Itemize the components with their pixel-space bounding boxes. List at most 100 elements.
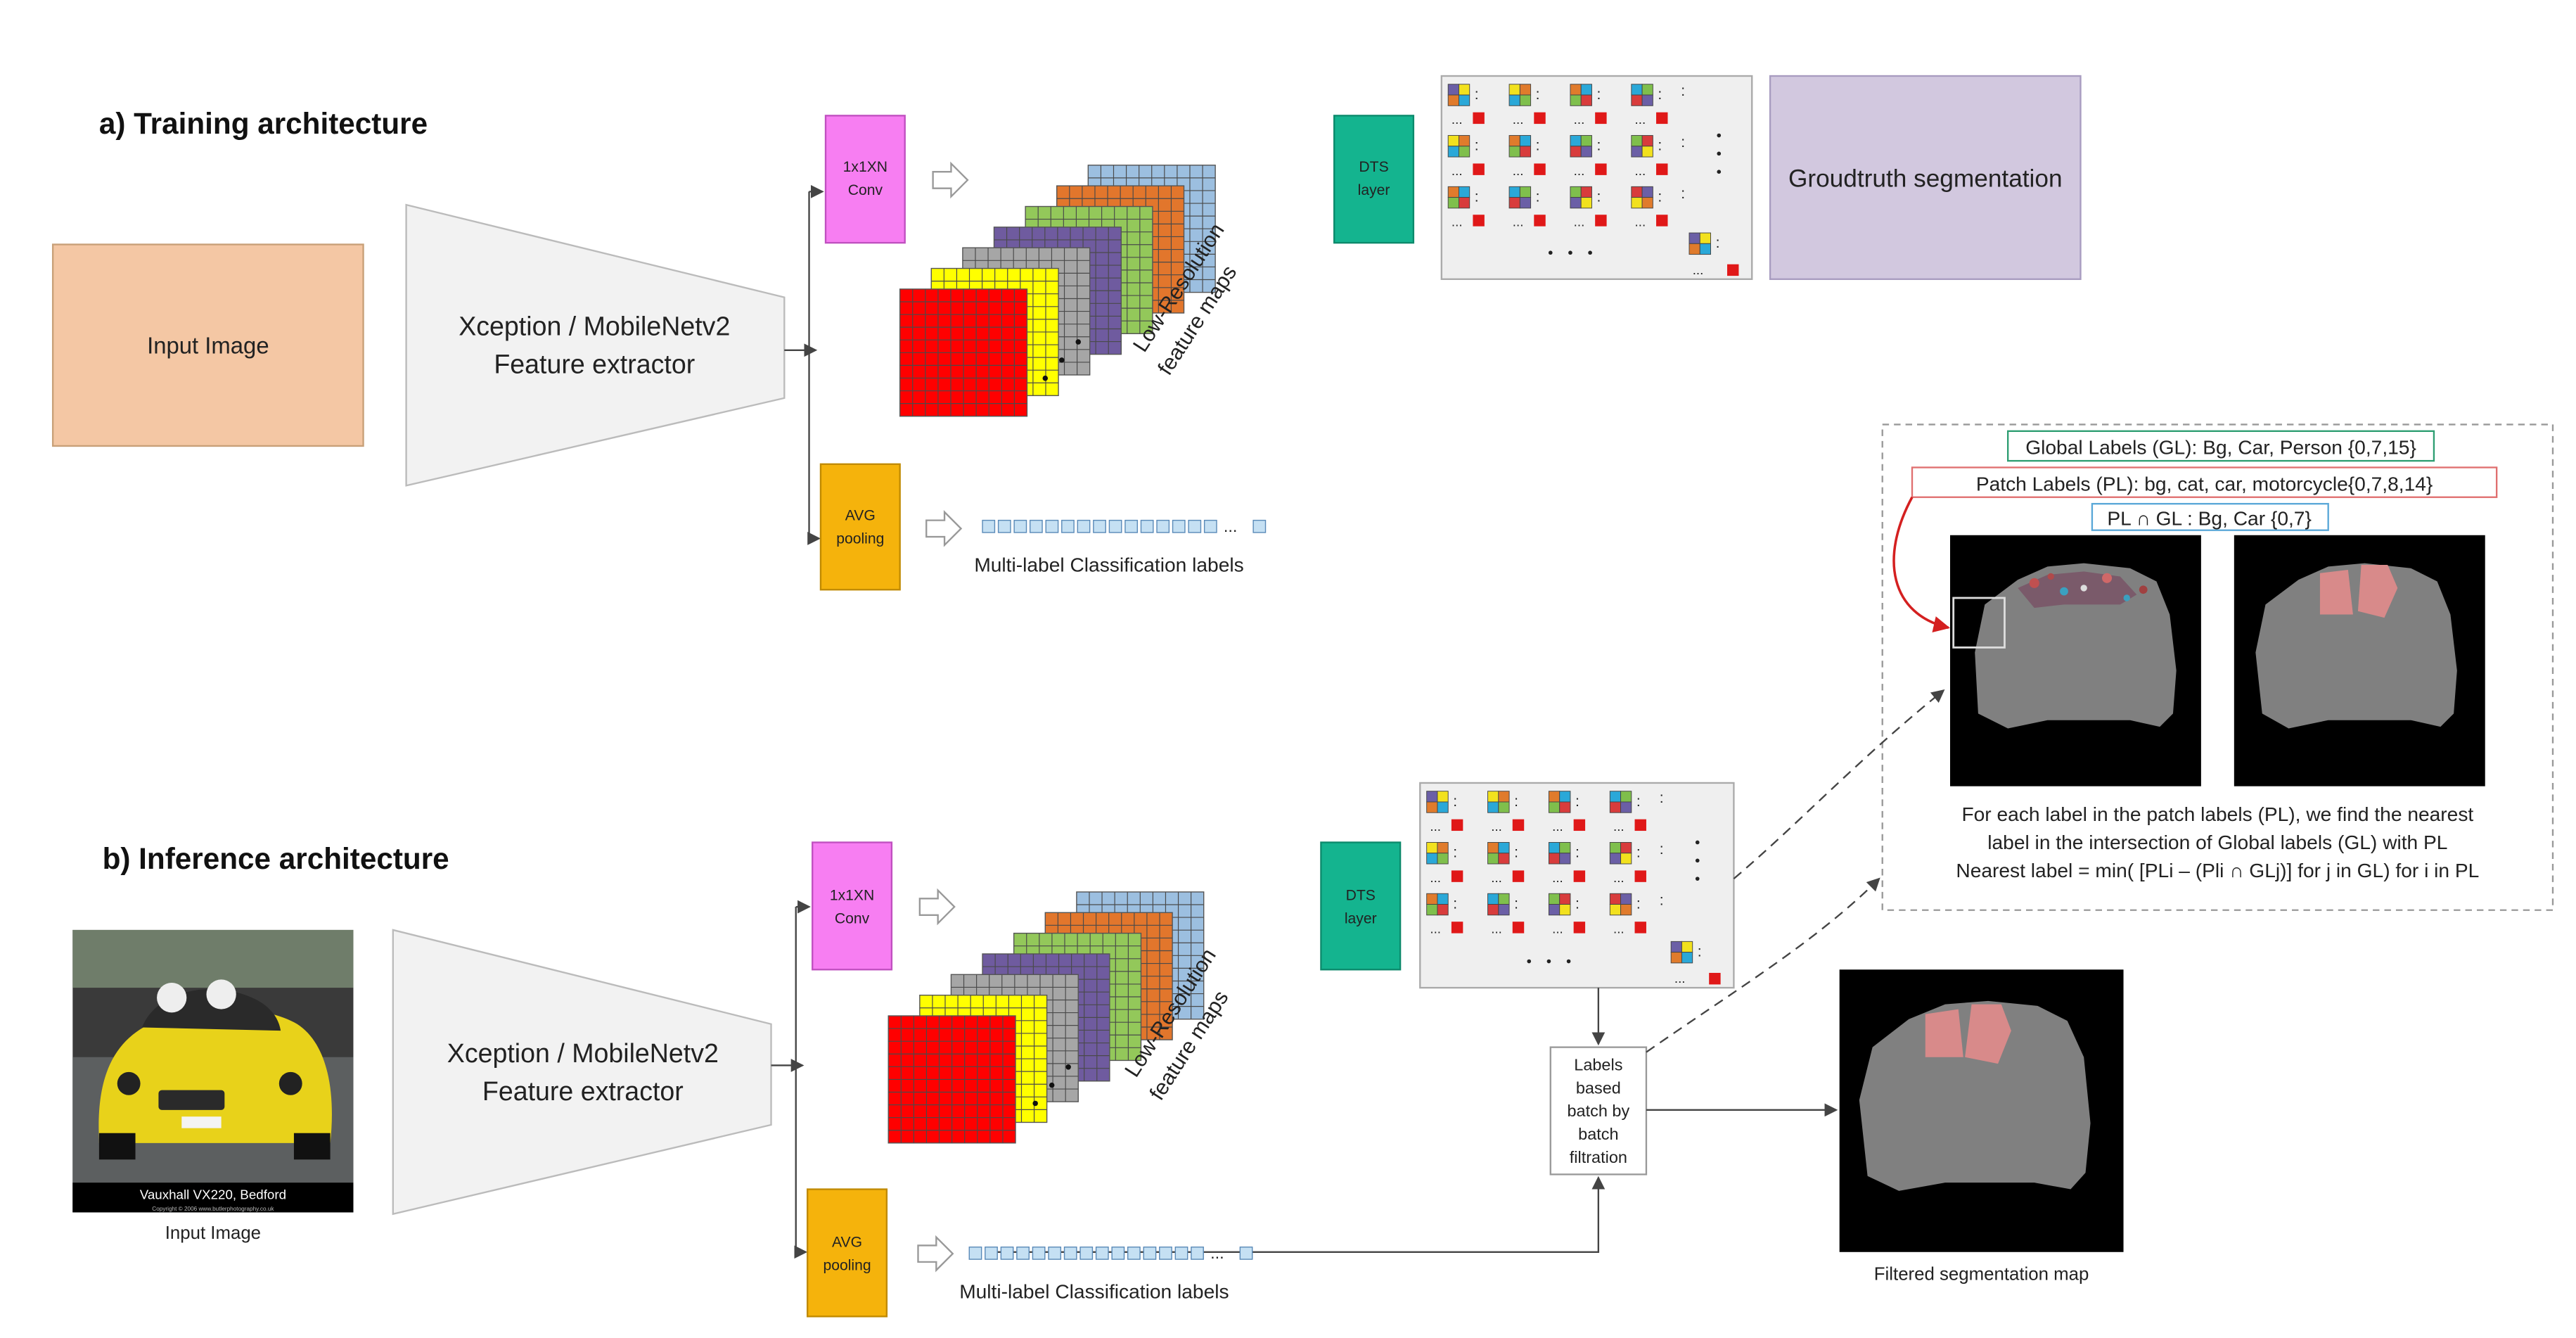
svg-text::: :	[1658, 189, 1662, 205]
photo-copyright: Copyright © 2006 www.butlerphotography.c…	[152, 1206, 274, 1212]
label-cell	[997, 519, 1011, 533]
svg-text::: :	[1514, 896, 1518, 912]
label-cell	[1079, 1247, 1094, 1260]
label-cell	[1016, 1247, 1030, 1260]
patch-class-square	[1573, 870, 1586, 882]
svg-text:...: ...	[1452, 163, 1463, 178]
training-title: a) Training architecture	[99, 107, 428, 140]
patch-cell: :...	[1609, 893, 1646, 936]
explanation-line1: For each label in the patch labels (PL),…	[1961, 803, 2473, 825]
label-cell	[1108, 519, 1122, 533]
patch-cell: :...	[1570, 84, 1607, 127]
filtration-line: based	[1576, 1078, 1621, 1097]
svg-text::: :	[1681, 83, 1685, 99]
label-cell	[1045, 519, 1059, 533]
patch-class-square	[1451, 922, 1463, 934]
patch-class-square	[1634, 922, 1646, 934]
patch-class-square	[1634, 870, 1646, 882]
inference-hollow-arrow-avg	[917, 1235, 954, 1273]
patch-class-square	[1573, 922, 1586, 934]
filter-to-explanation-dashed	[1646, 877, 1880, 1053]
output-caption: Filtered segmentation map	[1874, 1265, 2089, 1285]
patch-highlight-box	[1952, 597, 2006, 649]
patch-cell: :...	[1570, 135, 1607, 178]
training-multilabel-label: Multi-label Classification labels	[974, 553, 1243, 575]
patch-cell: :...	[1609, 791, 1646, 834]
svg-text:...: ...	[1491, 870, 1502, 885]
label-cell	[1159, 1247, 1172, 1260]
svg-text:...: ...	[1674, 971, 1686, 986]
patch-class-square	[1473, 112, 1485, 125]
feature-map-1	[887, 1015, 1016, 1144]
training-extractor	[405, 203, 786, 487]
patch-class-square	[1473, 215, 1485, 227]
svg-text::: :	[1597, 189, 1601, 205]
svg-text:...: ...	[1574, 215, 1585, 229]
patch-cell: :...	[1689, 232, 1739, 277]
inference-extractor-line1: Xception / MobileNetv2	[447, 1038, 719, 1068]
inference-patch-cells: :...:...:...:...::...:...:...:...::...:.…	[1426, 790, 1721, 986]
patch-class-square	[1656, 112, 1668, 125]
svg-text:...: ...	[1613, 870, 1625, 885]
patch-cell: :...	[1670, 941, 1721, 986]
svg-text::: :	[1453, 845, 1457, 861]
inference-input-caption: Input Image	[165, 1223, 261, 1243]
patch-cell: :...	[1548, 842, 1586, 885]
training-dts-line1: DTS	[1359, 159, 1388, 175]
patch-cell: :...	[1631, 84, 1668, 127]
training-feature-maps	[899, 165, 1216, 417]
intersection-text: PL ∩ GL : Bg, Car {0,7}	[2107, 507, 2311, 530]
patch-class-square	[1595, 112, 1607, 125]
patch-cell: :...	[1447, 84, 1485, 127]
training-avg-line2: pooling	[836, 530, 884, 547]
svg-text:...: ...	[1552, 870, 1563, 885]
patch-class-square	[1534, 163, 1546, 175]
label-cell	[1000, 1247, 1014, 1260]
patch-cell: :...	[1508, 135, 1546, 178]
patch-cell: :...	[1447, 186, 1485, 229]
label-cell	[1239, 1247, 1253, 1260]
inference-dts-line2: layer	[1345, 911, 1377, 927]
svg-text:...: ...	[1513, 215, 1524, 229]
inference-fm-dots	[1032, 1064, 1071, 1107]
svg-text:...: ...	[1635, 215, 1646, 229]
patch-cell: :...	[1426, 893, 1463, 936]
patch-cell: :...	[1508, 84, 1546, 127]
inference-dts-line1: DTS	[1346, 888, 1376, 904]
patch-class-square	[1473, 163, 1485, 175]
filtered-seg-output-car	[1859, 1000, 2091, 1191]
training-extractor-line2: Feature extractor	[494, 350, 695, 379]
svg-text::: :	[1660, 841, 1664, 858]
training-input-label: Input Image	[147, 332, 269, 358]
svg-text:...: ...	[1552, 922, 1563, 936]
svg-text::: :	[1536, 138, 1540, 154]
patch-seg-car	[1975, 563, 2177, 729]
svg-text::: :	[1575, 794, 1579, 810]
svg-text::: :	[1475, 138, 1479, 154]
training-dts-line2: layer	[1358, 182, 1390, 198]
svg-text:...: ...	[1513, 163, 1524, 178]
label-cell	[1029, 519, 1043, 533]
patch-class-square	[1512, 819, 1525, 832]
training-hollow-arrow-avg	[925, 510, 963, 547]
patch-cell: :...	[1548, 791, 1586, 834]
label-cell	[982, 519, 996, 533]
inference-title: b) Inference architecture	[103, 842, 449, 875]
feature-map-1	[899, 288, 1028, 417]
inference-label-vector: ...	[968, 1244, 1253, 1262]
inference-avg-box	[806, 1188, 888, 1318]
filtered-seg-small-car	[2255, 563, 2457, 729]
svg-text::: :	[1660, 790, 1664, 806]
patch-labels-box	[1911, 466, 2498, 498]
training-avg-line1: AVG	[845, 508, 876, 524]
training-dts-box	[1333, 115, 1415, 244]
inference-conv-box	[812, 841, 893, 971]
inference-hollow-arrow-conv	[918, 888, 956, 926]
svg-text:...: ...	[1635, 112, 1646, 127]
training-conv-line1: 1x1XN	[843, 159, 887, 175]
patch-cell: :...	[1609, 842, 1646, 885]
svg-text:...: ...	[1452, 215, 1463, 229]
